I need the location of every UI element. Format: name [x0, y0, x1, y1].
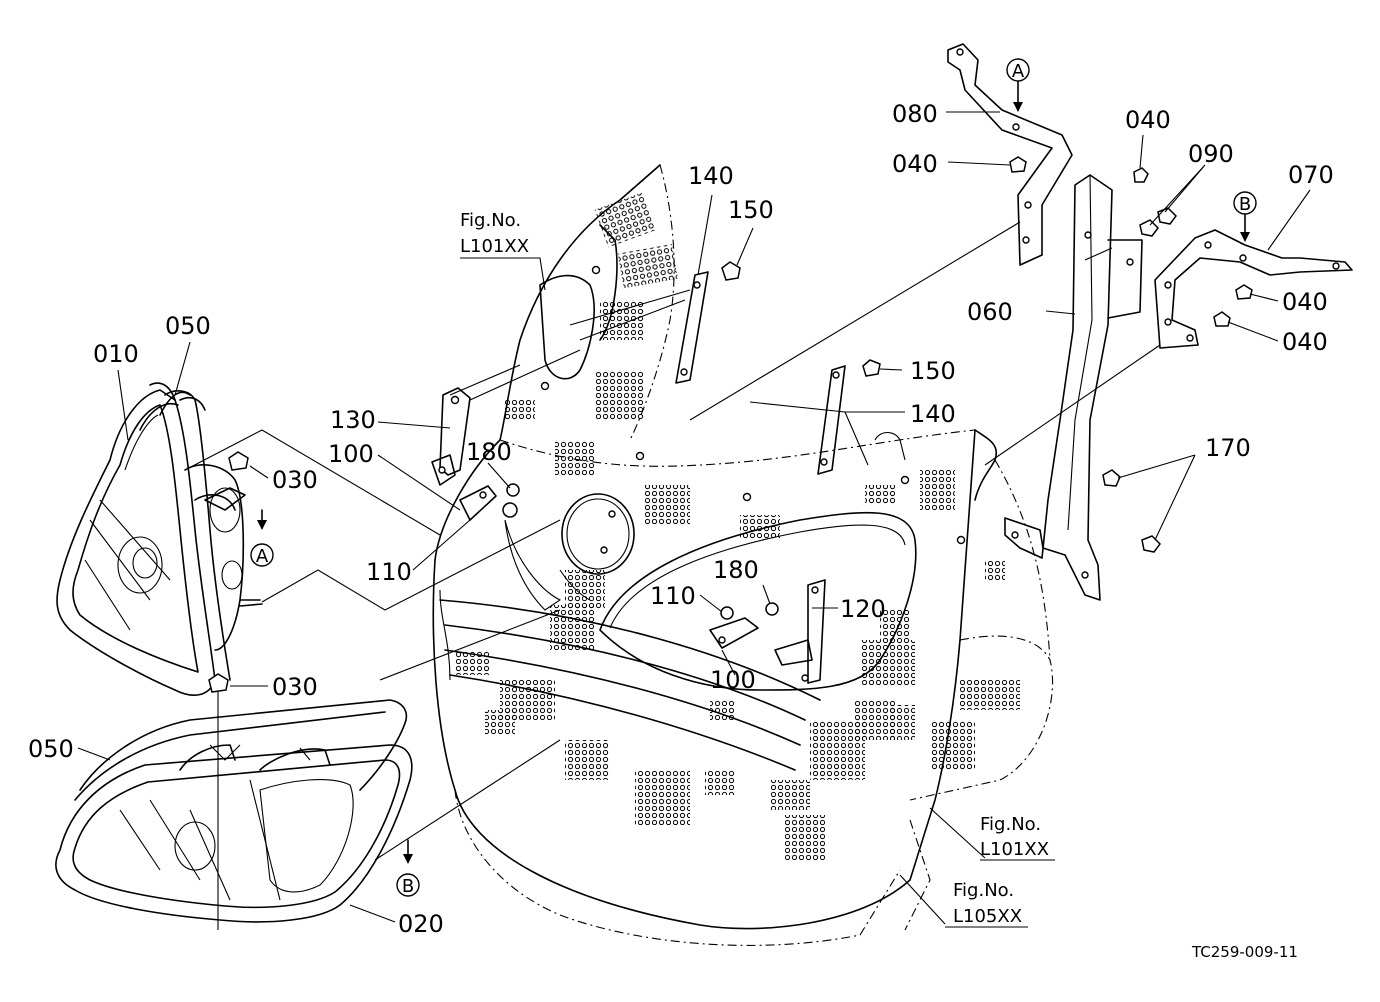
svg-text:L105XX: L105XX	[953, 906, 1022, 927]
support-brackets	[689, 43, 1353, 601]
part-labels: 010 050 030 030 050 020 130 100 180 110 …	[28, 100, 1334, 938]
marker-a-lamp: A	[250, 543, 274, 567]
label-010: 010	[93, 340, 139, 368]
svg-text:Fig.No.: Fig.No.	[980, 814, 1041, 835]
label-170: 170	[1205, 434, 1251, 462]
label-110-lower: 110	[650, 582, 696, 610]
reference-note-2: Fig.No. L101XX	[980, 814, 1055, 861]
label-090: 090	[1188, 140, 1234, 168]
label-150-upper: 150	[728, 196, 774, 224]
label-030-lower: 030	[272, 673, 318, 701]
label-070: 070	[1288, 161, 1334, 189]
label-030-upper: 030	[272, 466, 318, 494]
label-140-upper: 140	[688, 162, 734, 190]
label-180-lower: 180	[713, 556, 759, 584]
brackets	[431, 261, 881, 684]
label-040-c: 040	[1282, 288, 1328, 316]
svg-text:Fig.No.: Fig.No.	[953, 880, 1014, 901]
label-120: 120	[840, 595, 886, 623]
headlamp-upper	[56, 382, 561, 696]
svg-text:A: A	[1012, 61, 1025, 82]
label-100-lower: 100	[710, 666, 756, 694]
label-140-lower: 140	[910, 400, 956, 428]
label-040-a: 040	[892, 150, 938, 178]
label-180-upper: 180	[466, 438, 512, 466]
label-050-upper: 050	[165, 312, 211, 340]
label-150-lower: 150	[910, 357, 956, 385]
view-arrows	[257, 81, 1250, 864]
svg-text:B: B	[1239, 194, 1251, 215]
svg-text:Fig.No.: Fig.No.	[460, 210, 521, 231]
reference-note-1: Fig.No. L101XX	[460, 210, 529, 257]
label-040-d: 040	[1282, 328, 1328, 356]
headlamp-lower	[55, 609, 561, 930]
leader-lines	[77, 111, 1311, 925]
marker-a-top: A	[1006, 58, 1030, 82]
drawing-code: TC259-009-11	[1191, 943, 1298, 961]
front-grille	[432, 164, 1054, 946]
svg-text:L101XX: L101XX	[980, 839, 1049, 860]
marker-b-lamp: B	[396, 873, 420, 897]
label-130: 130	[330, 406, 376, 434]
label-080: 080	[892, 100, 938, 128]
svg-text:L101XX: L101XX	[460, 236, 529, 257]
marker-b-top: B	[1233, 191, 1257, 215]
reference-note-3: Fig.No. L105XX	[945, 880, 1028, 928]
svg-text:B: B	[402, 876, 414, 897]
svg-text:A: A	[256, 546, 269, 567]
label-100-upper: 100	[328, 440, 374, 468]
label-110-upper: 110	[366, 558, 412, 586]
label-040-b: 040	[1125, 106, 1171, 134]
label-060: 060	[967, 298, 1013, 326]
label-020: 020	[398, 910, 444, 938]
label-050-lower: 050	[28, 735, 74, 763]
bolts-030	[208, 451, 249, 693]
